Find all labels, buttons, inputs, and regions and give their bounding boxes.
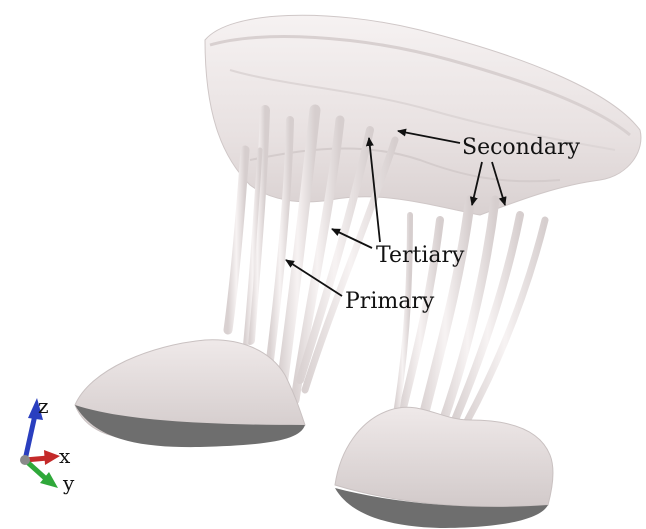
- axis-label-z: z: [38, 394, 49, 418]
- label-tertiary: Tertiary: [376, 243, 465, 268]
- axis-x-arrowhead: [44, 450, 60, 465]
- label-secondary: Secondary: [462, 135, 581, 160]
- axis-origin: [20, 455, 30, 465]
- chordae-right: [395, 200, 545, 430]
- label-primary: Primary: [345, 289, 435, 314]
- valve-leaflet: [205, 15, 641, 215]
- axis-z-line: [25, 415, 35, 460]
- papillary-muscle-right: [335, 407, 553, 528]
- axis-label-y: y: [62, 471, 75, 495]
- axis-label-x: x: [59, 444, 71, 468]
- axis-triad: z x y: [20, 394, 75, 495]
